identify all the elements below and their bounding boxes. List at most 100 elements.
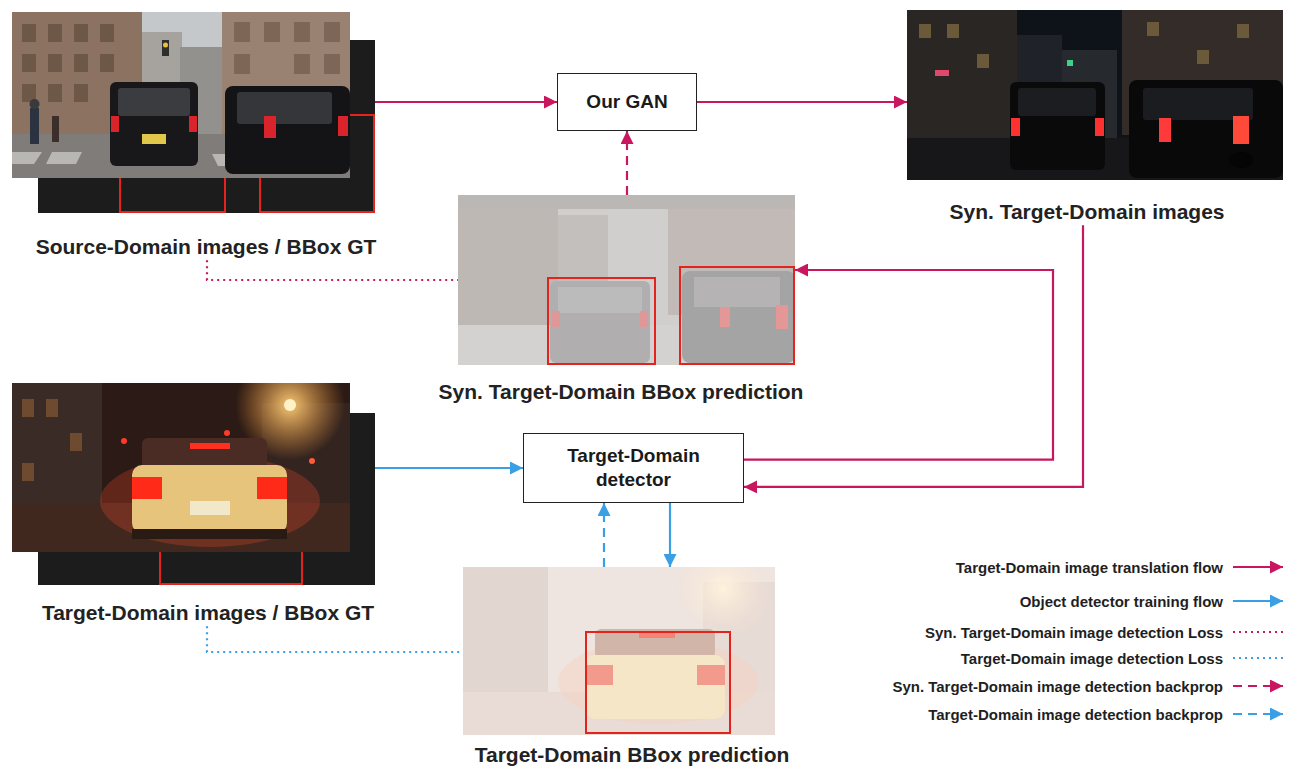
legend-row: Target-Domain image translation flow: [956, 557, 1285, 577]
image-caption: Target-Domain images / BBox GT: [39, 600, 377, 625]
source-photo-part-part: [294, 22, 310, 42]
legend-row: Target-Domain image detection backprop: [928, 704, 1285, 724]
synthetic-prediction-photo-part: [680, 267, 794, 364]
source-photo-part: [237, 92, 332, 124]
legend-sample: [1231, 625, 1285, 639]
synthetic-photo-part: [935, 70, 949, 76]
source-photo-part-part: [48, 54, 62, 72]
image-caption: Syn. Target-Domain BBox prediction: [436, 379, 807, 404]
source-photo-part-part: [294, 54, 310, 74]
box-label: Our GAN: [586, 90, 667, 114]
legend-sample: [1231, 651, 1285, 665]
synthetic-photo-part: [1067, 60, 1073, 66]
target-photo-part-part: [22, 463, 34, 481]
flow-arrow: [669, 503, 671, 567]
synthetic-prediction-photo: [458, 195, 795, 365]
synthetic-photo: [907, 10, 1283, 180]
synthetic-photo-part-part: [947, 24, 959, 38]
legend-line: [1233, 713, 1283, 715]
source-photo-part: [264, 116, 276, 138]
source-photo-part: [22, 24, 114, 102]
legend-text: Syn. Target-Domain image detection Loss: [925, 624, 1223, 641]
source-photo-part: [142, 134, 166, 144]
legend-line: [1233, 657, 1283, 659]
source-photo-part: [12, 12, 350, 178]
legend-sample: [1231, 679, 1285, 693]
source-photo-part: [12, 12, 350, 178]
loss-line: [207, 260, 458, 280]
synthetic-photo-part: [1010, 82, 1105, 170]
target-photo-part: [309, 458, 315, 464]
target-photo-part: [121, 438, 127, 444]
legend-line: [1233, 685, 1283, 687]
target-prediction-photo-part: [463, 567, 775, 735]
legend-text: Target-Domain image detection backprop: [928, 706, 1223, 723]
legend-line: [1233, 631, 1283, 633]
image-caption: Syn. Target-Domain images: [946, 199, 1227, 224]
synthetic-photo-part-part: [1197, 50, 1209, 64]
synthetic-photo-part: [907, 10, 1283, 180]
target-photo-part: [284, 399, 296, 411]
source-photo-part-part: [46, 152, 82, 164]
target-photo-part-part: [46, 399, 58, 417]
source-photo-part-part: [22, 54, 36, 72]
target-photo-part: [12, 383, 102, 513]
source-photo-part-part: [22, 24, 36, 42]
source-photo-part: [225, 86, 350, 174]
synthetic-photo-part-part: [919, 24, 931, 38]
loss-line: [207, 626, 463, 652]
target-photo-part: [224, 430, 230, 436]
flow-arrow: [744, 225, 1083, 487]
legend-sample: [1231, 594, 1285, 608]
source-photo-part: [52, 116, 59, 142]
legend-text: Object detector training flow: [1020, 593, 1223, 610]
synthetic-photo-part-part: [1147, 22, 1159, 36]
flow-arrow: [697, 101, 907, 103]
synthetic-photo-part: [1018, 88, 1096, 116]
synthetic-photo-part: [1233, 116, 1249, 144]
flow-arrow: [375, 101, 557, 103]
legend-line: [1233, 600, 1283, 602]
image-panel: Source-Domain images / BBox GT: [12, 12, 375, 213]
image-panel: Target-Domain BBox prediction: [463, 567, 775, 735]
synthetic-photo-part: [919, 22, 1249, 68]
image-caption: Target-Domain BBox prediction: [472, 742, 793, 767]
source-photo-part: [222, 12, 350, 137]
target-photo-part: [22, 399, 82, 481]
target-photo-part-part: [22, 399, 34, 417]
legend-sample: [1231, 707, 1285, 721]
synthetic-prediction-photo-part: [548, 278, 655, 364]
synthetic-photo-part: [1129, 80, 1283, 178]
target-prediction-photo-part: [463, 567, 775, 735]
image-panel: Syn. Target-Domain BBox prediction: [458, 195, 795, 365]
target-photo-part: [190, 443, 230, 449]
synthetic-photo-part: [1229, 152, 1253, 168]
target-photo-part-part: [70, 433, 82, 451]
flow-arrow: [375, 467, 523, 469]
source-photo-part-part: [264, 22, 280, 42]
synthetic-photo-part: [1095, 118, 1104, 136]
process-box: Target-Domain detector: [523, 433, 744, 503]
box-label: Target-Domain detector: [536, 444, 731, 492]
source-photo-part-part: [100, 24, 114, 42]
source-photo-part-part: [234, 22, 250, 42]
legend-text: Syn. Target-Domain image detection backp…: [892, 678, 1223, 695]
source-photo-part-part: [74, 54, 88, 72]
image-panel: Target-Domain images / BBox GT: [12, 383, 375, 585]
source-photo-part-part: [100, 54, 114, 72]
target-photo-part: [132, 529, 287, 539]
synthetic-photo-part: [907, 10, 1017, 150]
synthetic-prediction-photo-part: [458, 195, 795, 365]
source-photo-part: [110, 82, 198, 166]
source-photo-part: [338, 116, 348, 136]
source-photo-part: [30, 108, 39, 144]
source-photo-part-part: [324, 54, 340, 74]
synthetic-photo-part-part: [1237, 24, 1249, 38]
source-photo-part-part: [48, 24, 62, 42]
synthetic-photo-part: [1011, 118, 1020, 136]
synthetic-photo-part: [1143, 88, 1253, 120]
source-photo-part: [30, 99, 40, 109]
source-photo-part: [162, 40, 169, 56]
target-prediction-photo-part: [586, 632, 730, 733]
source-photo-part: [234, 22, 340, 74]
